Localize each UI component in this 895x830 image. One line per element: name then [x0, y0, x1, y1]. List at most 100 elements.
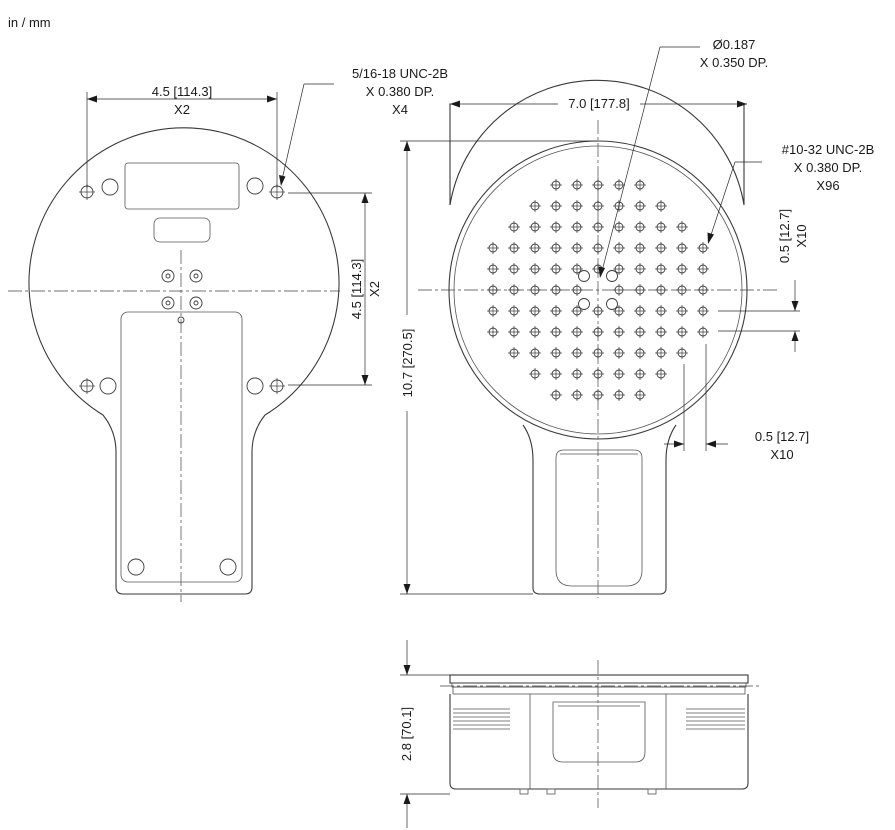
grid-hole-r7-c7	[634, 326, 646, 338]
grid-hole-r8-c0	[508, 347, 520, 359]
side-thickness: 2.8 [70.1]	[399, 707, 414, 761]
top-width-arrow-left	[450, 100, 460, 108]
front-bolt-spacing-v-count: X2	[367, 281, 382, 297]
units-label: in / mm	[8, 15, 51, 30]
front-thread-leader	[280, 83, 305, 185]
grid-hole-r4-c4	[571, 263, 583, 275]
top-height-arrow-bottom	[403, 584, 411, 594]
front-upper-window	[124, 162, 240, 210]
grid-hole-r2-c5	[613, 221, 625, 233]
grid-hole-r8-c6	[634, 347, 646, 359]
front-view-outline	[28, 127, 340, 595]
front-pin-holes	[161, 269, 203, 310]
top-view: 7.0 [177.8] 10.7 [270.5] Ø0.187 X 0.350 …	[398, 37, 874, 598]
side-dim-arrow-bottom	[403, 794, 411, 804]
pitch-h-count: X10	[770, 447, 793, 462]
top-view-base-outline	[522, 424, 677, 595]
grid-hole-r10-c3	[613, 389, 625, 401]
front-dim-h-arrow-left	[87, 95, 97, 103]
grid-hole-r9-c2	[571, 368, 583, 380]
side-foot-mid	[546, 788, 556, 795]
side-dim-arrow-top	[403, 665, 411, 675]
grid-hole-r4-c9	[676, 263, 688, 275]
grid-hole-r1-c0	[529, 200, 541, 212]
front-bolt-hole-2	[269, 184, 285, 200]
front-thread-line1: 5/16-18 UNC-2B	[352, 66, 448, 81]
grid-leader-arrow	[707, 232, 714, 244]
side-view: 2.8 [70.1]	[399, 640, 760, 828]
pitch-h: 0.5 [12.7]	[755, 429, 809, 444]
grid-hole-r3-c7	[634, 242, 646, 254]
top-width-label-bg	[558, 94, 640, 112]
front-counterbore-2	[246, 377, 264, 395]
grid-hole-r4-c7	[634, 263, 646, 275]
grid-hole-r8-c2	[550, 347, 562, 359]
dowel-pin-hole-1	[578, 270, 590, 282]
top-view-body-outline	[449, 79, 747, 206]
grid-hole-r10-c1	[571, 389, 583, 401]
grid-hole-r10-c4	[634, 389, 646, 401]
grid-hole-r3-c9	[676, 242, 688, 254]
front-thread-leader-arrow	[279, 175, 286, 186]
grid-hole-r4-c0	[487, 263, 499, 275]
grid-hole-r6-c10	[697, 305, 709, 317]
grid-hole-r4-c6	[613, 263, 625, 275]
grid-hole-r9-c0	[529, 368, 541, 380]
grid-hole-r2-c3	[571, 221, 583, 233]
grid-hole-r2-c6	[634, 221, 646, 233]
grid-hole-r7-c6	[613, 326, 625, 338]
front-bolt-spacing-v: 4.5 [114.3]	[349, 259, 364, 319]
front-bolt-spacing-h-count: X2	[174, 102, 190, 117]
grid-hole-r3-c2	[529, 242, 541, 254]
grid-hole-r1-c6	[655, 200, 667, 212]
grid-hole-r6-c7	[634, 305, 646, 317]
dowel-pin-hole-2	[606, 270, 618, 282]
front-view: 4.5 [114.3] X2 5/16-18 UNC-2B X 0.380 DP…	[8, 66, 448, 602]
grid-hole-r2-c2	[550, 221, 562, 233]
top-height: 10.7 [270.5]	[400, 329, 415, 398]
front-pin-hole-core-2	[193, 273, 199, 279]
grid-hole-r4-c10	[697, 263, 709, 275]
pin-leader	[600, 46, 661, 276]
grid-hole-r3-c8	[655, 242, 667, 254]
front-thread-count: X4	[392, 102, 408, 117]
grid-hole-r7-c8	[655, 326, 667, 338]
front-bolt-holes	[79, 177, 285, 395]
top-height-label-bg	[398, 315, 416, 411]
grid-hole-r9-c6	[655, 368, 667, 380]
grid-line1: #10-32 UNC-2B	[782, 142, 875, 157]
top-height-arrow-top	[403, 141, 411, 151]
front-dim-v-arrow-top	[361, 193, 369, 203]
pitch-v-count: X10	[794, 224, 809, 247]
grid-hole-r6-c6	[613, 305, 625, 317]
tapped-hole-grid	[487, 179, 709, 401]
front-lower-panel	[120, 311, 243, 583]
front-pin-hole-core-4	[193, 300, 199, 306]
grid-hole-r0-c0	[550, 179, 562, 191]
pitch-v: 0.5 [12.7]	[777, 209, 792, 263]
front-bolt-hole-4	[269, 378, 285, 394]
grid-hole-r6-c0	[487, 305, 499, 317]
grid-hole-r3-c4	[571, 242, 583, 254]
grid-hole-r9-c4	[613, 368, 625, 380]
side-cooling-fins-left	[453, 708, 510, 730]
grid-count: X96	[816, 178, 839, 193]
grid-hole-r7-c4	[571, 326, 583, 338]
pitch-v-arrow-top	[791, 301, 799, 311]
front-bolt-hole-3	[79, 378, 95, 394]
grid-hole-r10-c0	[550, 389, 562, 401]
grid-hole-r9-c1	[550, 368, 562, 380]
grid-hole-r6-c4	[571, 305, 583, 317]
grid-hole-r7-c9	[676, 326, 688, 338]
grid-hole-r4-c3	[550, 263, 562, 275]
top-view-handle	[555, 449, 643, 587]
pin-line2: X 0.350 DP.	[700, 55, 768, 70]
front-bottom-hole-right	[219, 558, 237, 576]
front-bolt-spacing-h: 4.5 [114.3]	[152, 84, 212, 99]
grid-hole-r3-c3	[550, 242, 562, 254]
grid-hole-r8-c1	[529, 347, 541, 359]
grid-hole-r8-c3	[571, 347, 583, 359]
grid-hole-r8-c7	[655, 347, 667, 359]
grid-hole-r4-c8	[655, 263, 667, 275]
